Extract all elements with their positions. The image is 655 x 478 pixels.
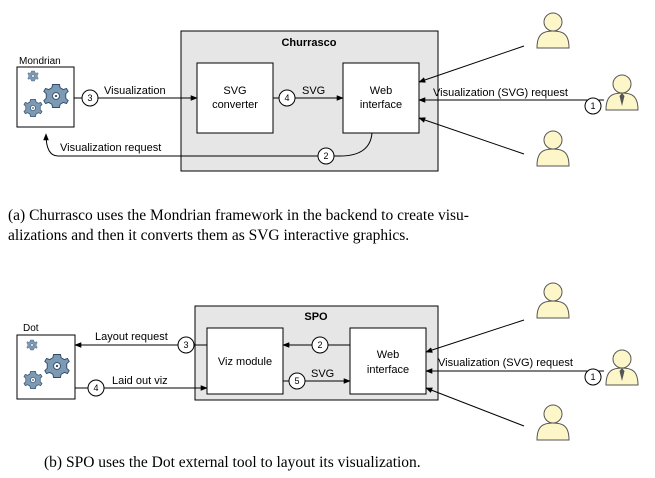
step-1-badge [584, 97, 602, 115]
user-arrow [425, 387, 525, 427]
svg-converter-label: SVG [223, 85, 246, 97]
step-4-number: 4 [284, 93, 289, 103]
web-interface-box [349, 327, 427, 395]
viz-module-label: Viz module [218, 356, 272, 368]
user-arrow [425, 319, 525, 353]
svg-arrow-label: SVG [302, 85, 325, 97]
visualization-arrow-label: Visualization [104, 85, 166, 97]
step-3-number: 3 [183, 340, 188, 350]
svg-converter-label: converter [212, 99, 258, 111]
step-4-badge [87, 379, 105, 397]
layout-request-label: Layout request [95, 331, 168, 343]
step-4-badge [278, 89, 296, 107]
web-interface-label: interface [367, 364, 409, 376]
request-arrow-label: Visualization (SVG) request [438, 357, 573, 369]
person-icon [536, 404, 570, 441]
person-with-tie-icon [605, 74, 639, 111]
visualization-request-label: Visualization request [60, 142, 161, 154]
user-arrow [418, 117, 525, 155]
person-icon [536, 130, 570, 167]
step-5-badge [288, 372, 306, 390]
step-1-badge [584, 368, 602, 386]
churrasco-title: Churrasco [281, 37, 336, 49]
svg-converter-box [196, 62, 274, 134]
step-3-badge [177, 336, 195, 354]
web-interface-label: Web [370, 85, 392, 97]
mondrian-label: Mondrian [19, 56, 61, 67]
person-icon [536, 282, 570, 319]
step-2-number: 2 [323, 151, 328, 161]
laid-out-viz-label: Laid out viz [112, 375, 168, 387]
visualization-request-arrow [43, 132, 373, 157]
dot-label: Dot [23, 323, 39, 334]
user-arrow [418, 45, 525, 83]
caption-b: (b) SPO uses the Dot external tool to la… [44, 454, 421, 471]
step-3-number: 3 [87, 93, 92, 103]
svg-arrow-label: SVG [311, 368, 334, 380]
web-interface-label: Web [377, 349, 399, 361]
step-2-badge [317, 147, 335, 165]
request-arrow-label: Visualization (SVG) request [433, 87, 568, 99]
spo-title: SPO [304, 311, 328, 323]
step-2-number: 2 [317, 340, 322, 350]
step-2-badge [311, 336, 329, 354]
web-interface-label: interface [360, 99, 402, 111]
person-icon [536, 12, 570, 49]
caption-a-line-2: alizations and then it converts them as … [8, 227, 410, 244]
step-4-number: 4 [93, 383, 98, 393]
person-with-tie-icon [605, 349, 639, 386]
step-5-number: 5 [294, 376, 299, 386]
diagram-a: Churrasco Mondrian SVG converter Web int… [16, 12, 639, 172]
step-3-badge [81, 89, 99, 107]
caption-a-line-1: (a) Churrasco uses the Mondrian framewor… [8, 207, 469, 224]
viz-module-box [206, 327, 284, 395]
step-1-number: 1 [590, 372, 595, 382]
web-interface-box [342, 62, 420, 134]
diagram-b: SPO Dot Viz module Web interface 2 3 Lay… [16, 282, 639, 441]
step-1-number: 1 [590, 101, 595, 111]
